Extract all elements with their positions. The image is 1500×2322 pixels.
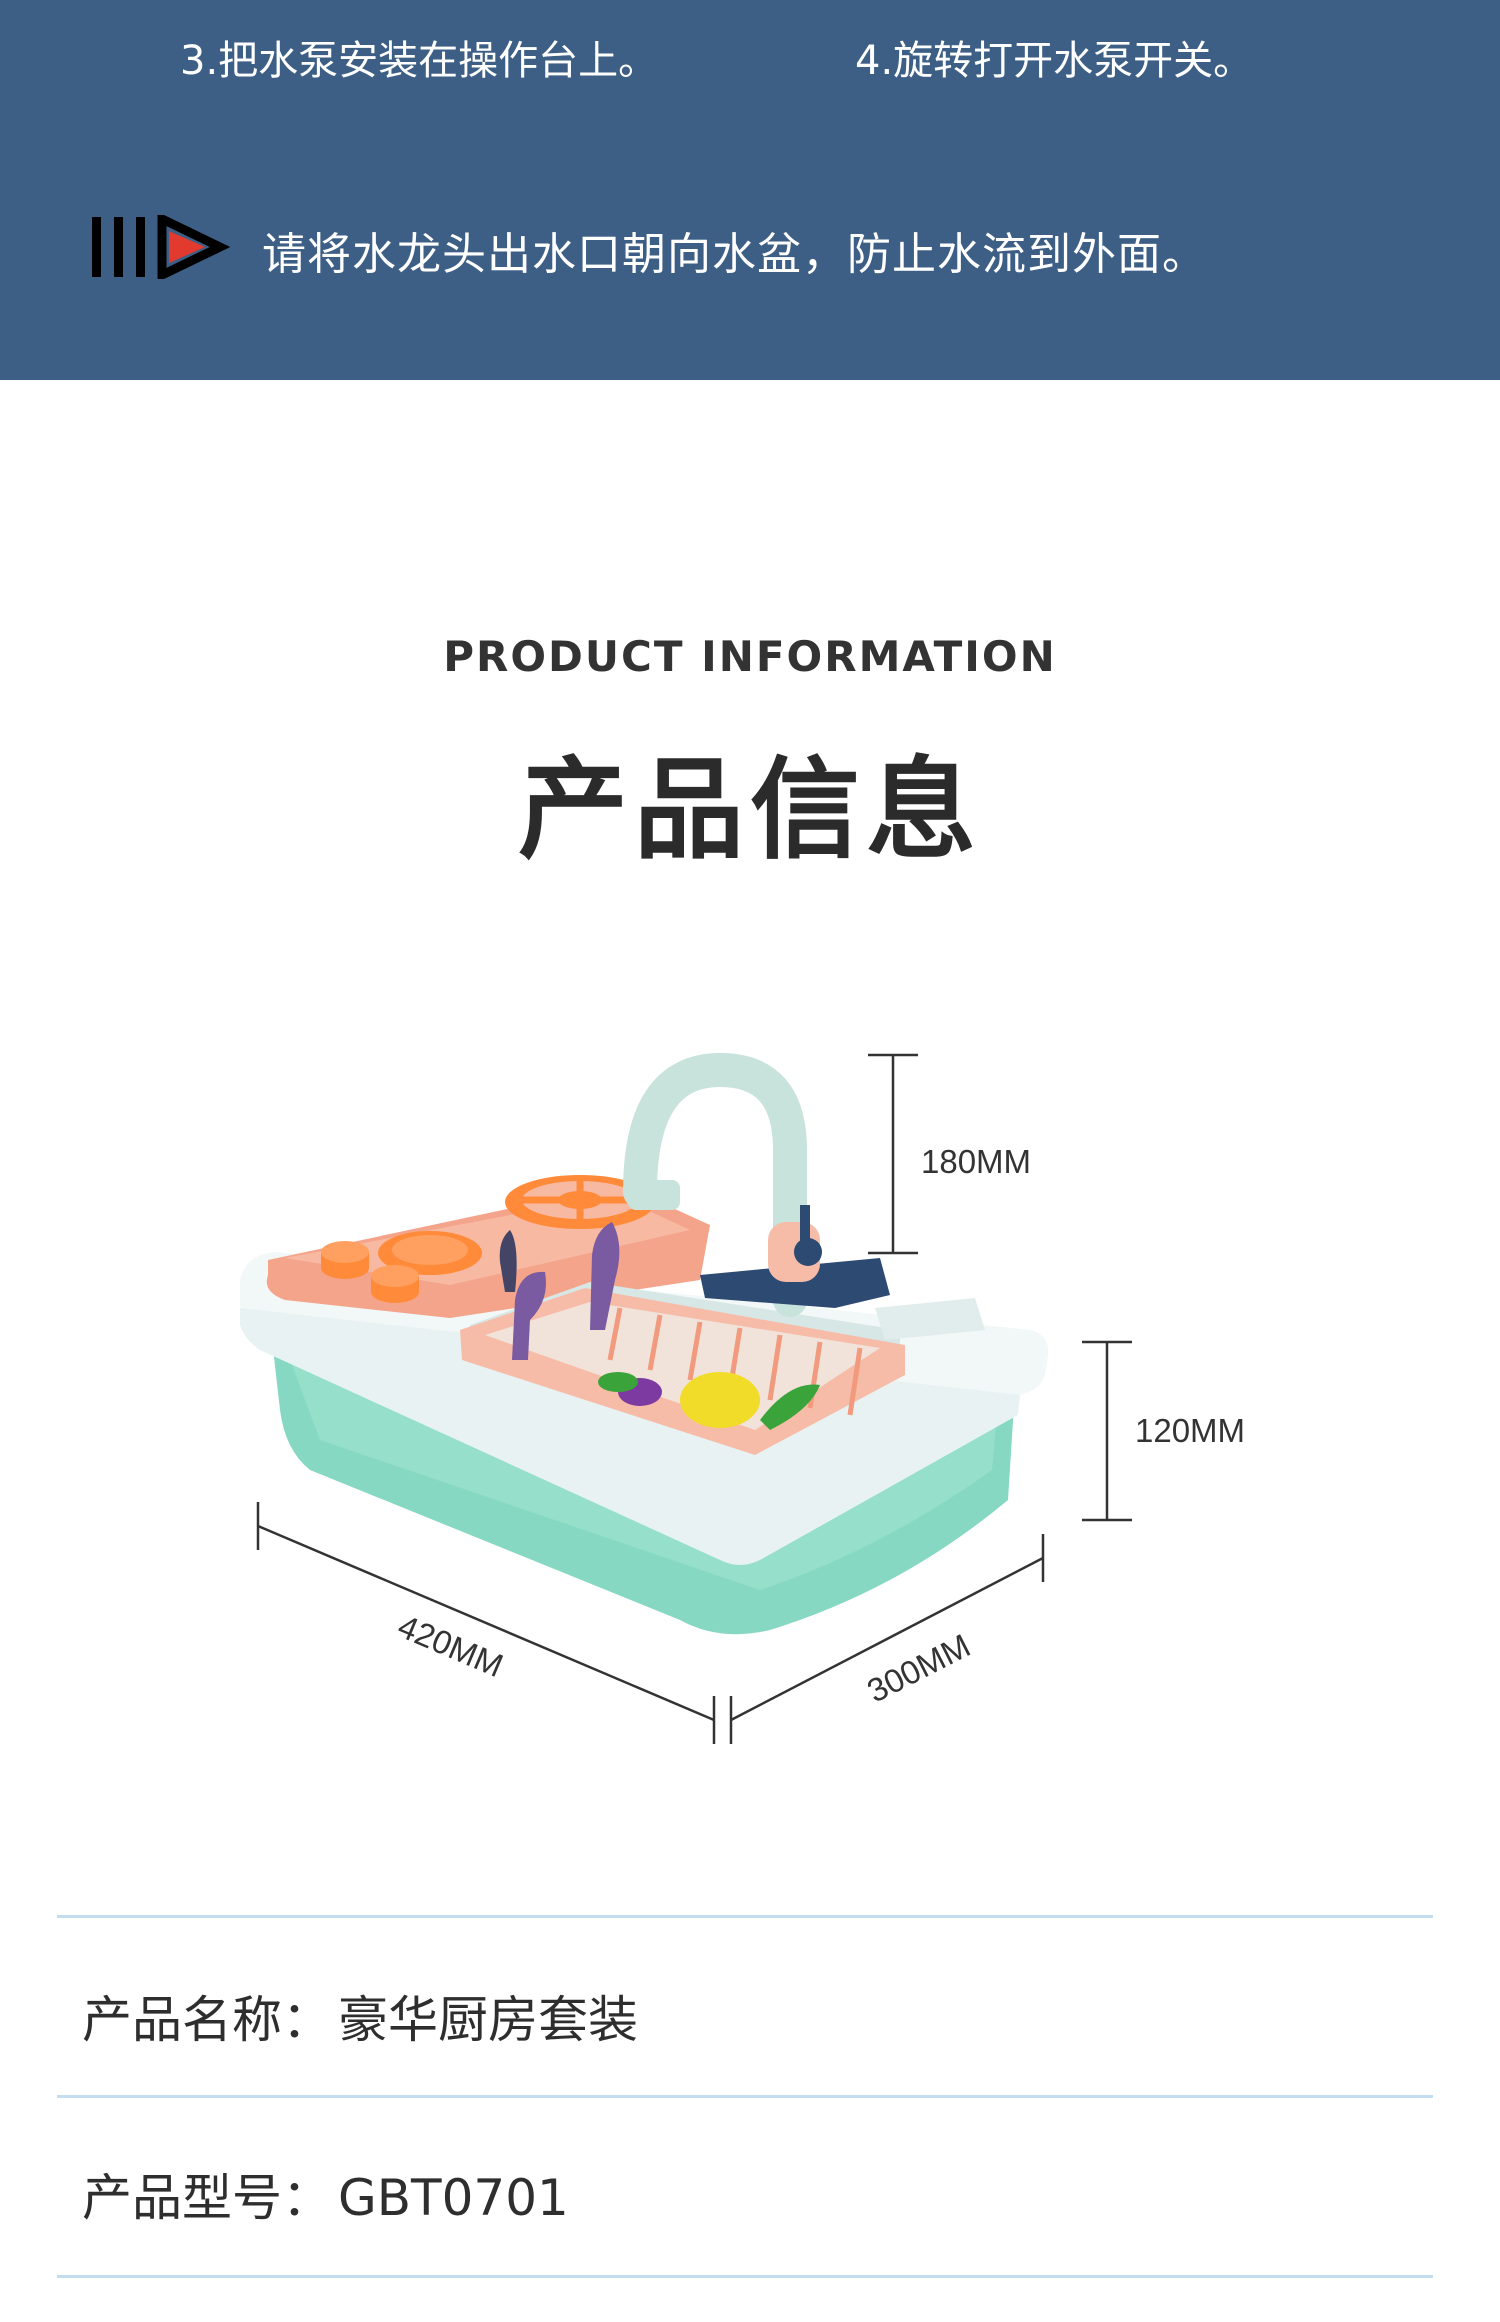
divider-top: [57, 1915, 1433, 1918]
info-value: GBT0701: [338, 2169, 569, 2227]
section-heading-en: PRODUCT INFORMATION: [443, 632, 1057, 681]
divider-bottom: [57, 2275, 1433, 2278]
step-4-text: 4.旋转打开水泵开关。: [855, 38, 1254, 84]
dimension-label-300: 300MM: [861, 1627, 976, 1710]
bars-play-icon: [92, 215, 230, 279]
dimension-label-420: 420MM: [393, 1607, 509, 1684]
product-dimension-diagram: 180MM 120MM 420MM 300MM: [240, 1052, 1245, 1744]
dimension-label-120: 120MM: [1135, 1412, 1245, 1449]
divider-middle: [57, 2095, 1433, 2098]
info-value: 豪华厨房套装: [338, 1991, 638, 2049]
info-label: 产品型号：: [82, 2169, 332, 2227]
dimension-lines: [256, 1053, 1132, 1744]
info-row-name: 产品名称：豪华厨房套装: [82, 1980, 638, 2052]
instruction-banner: 3.把水泵安装在操作台上。 4.旋转打开水泵开关。 请将水龙头出水口朝向水盆，防…: [0, 0, 1500, 380]
section-heading-cn: 产品信息: [518, 746, 982, 874]
notice-text: 请将水龙头出水口朝向水盆，防止水流到外面。: [262, 229, 1207, 280]
step-3-text: 3.把水泵安装在操作台上。: [180, 38, 659, 84]
info-row-model: 产品型号：GBT0701: [82, 2158, 569, 2230]
toy-sink-illustration: [240, 1052, 1049, 1635]
dimension-label-180: 180MM: [921, 1143, 1031, 1180]
info-label: 产品名称：: [82, 1991, 332, 2049]
